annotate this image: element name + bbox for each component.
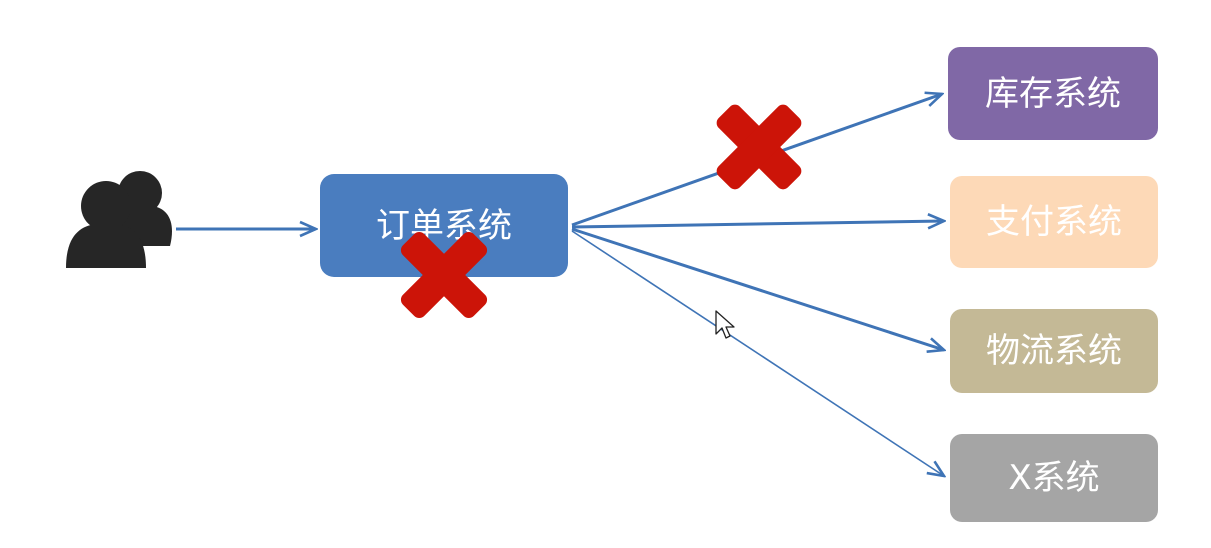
red-cross-icon [716, 104, 802, 190]
logistics-system-node: 物流系统 [950, 309, 1158, 393]
arrow-order-to-payment [571, 221, 944, 227]
connections [176, 94, 944, 476]
arrow-order-to-logistics [571, 227, 944, 350]
payment-system-label: 支付系统 [986, 202, 1122, 242]
payment-system-box [950, 176, 1158, 268]
x-system-node: X系统 [950, 434, 1158, 522]
inventory-system-box [948, 47, 1158, 140]
order-system-box [320, 174, 568, 277]
arrow-order-to-x-system [571, 230, 944, 476]
inventory-system-label: 库存系统 [985, 74, 1121, 114]
order-system-node: 订单系统 [320, 174, 568, 277]
inventory-system-node: 库存系统 [948, 47, 1158, 140]
x-system-label: X系统 [1008, 458, 1099, 498]
logistics-system-box [950, 309, 1158, 393]
red-cross-icon [400, 231, 488, 319]
logistics-system-label: 物流系统 [986, 331, 1122, 371]
x-system-box [950, 434, 1158, 522]
order-system-label: 订单系统 [376, 206, 512, 246]
payment-system-node: 支付系统 [950, 176, 1158, 268]
mouse-cursor-icon [715, 310, 735, 339]
users-icon [66, 171, 172, 268]
